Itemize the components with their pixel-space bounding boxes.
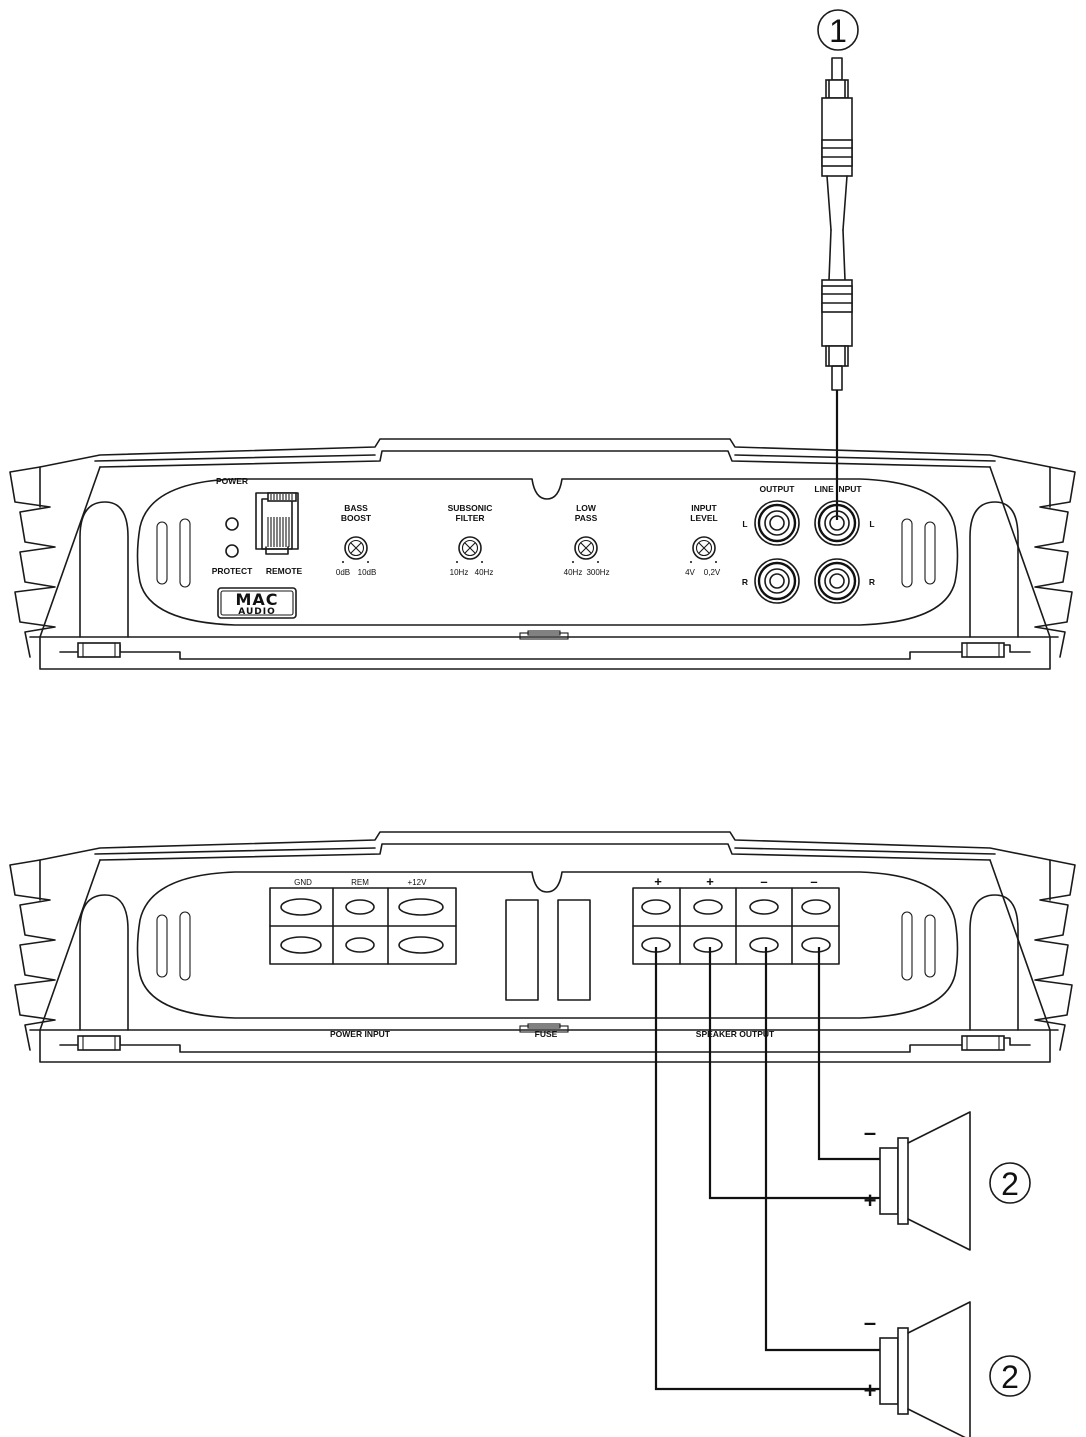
input-level-min: 4V	[685, 568, 695, 577]
bass-boost-label-1: BASS	[344, 503, 368, 513]
brand-logo	[217, 587, 297, 619]
low-pass-knob	[571, 536, 600, 564]
low-pass-max: 300Hz	[586, 568, 609, 577]
callout-circle-1	[817, 9, 859, 51]
fuse-label: FUSE	[535, 1029, 558, 1039]
output-right-jack	[753, 557, 801, 605]
bass-boost-min: 0dB	[336, 568, 350, 577]
callout-circle-2-bottom	[989, 1355, 1031, 1397]
low-pass-label-2: PASS	[575, 513, 598, 523]
amplifier-terminal-panel	[9, 831, 1076, 1063]
fuse-1	[505, 899, 539, 1001]
rem-label: REM	[351, 878, 369, 887]
speaker-top-minus: –	[864, 1120, 876, 1145]
speaker-output-label: SPEAKER OUTPUT	[696, 1029, 775, 1039]
output-left-jack	[753, 499, 801, 547]
callout-circle-2-top	[989, 1162, 1031, 1204]
line-input-right-jack	[813, 557, 861, 605]
bass-boost-label-2: BOOST	[341, 513, 372, 523]
input-level-label-2: LEVEL	[690, 513, 717, 523]
line-input-label: LINE INPUT	[814, 484, 862, 494]
subsonic-max: 40Hz	[475, 568, 494, 577]
power-input-label: POWER INPUT	[330, 1029, 391, 1039]
speaker-top-plus: +	[864, 1188, 877, 1213]
low-pass-min: 40Hz	[564, 568, 583, 577]
brand-name-bottom: AUDIO	[238, 607, 275, 617]
power-input-terminal-block	[269, 887, 457, 965]
remote-label: REMOTE	[266, 566, 303, 576]
plus12v-label: +12V	[408, 878, 428, 887]
power-led	[225, 517, 239, 531]
subsonic-label-2: FILTER	[455, 513, 484, 523]
output-left-marker: L	[742, 519, 747, 529]
amplifier-control-panel	[9, 438, 1076, 670]
power-label: POWER	[216, 476, 248, 486]
term-1-polarity: +	[654, 874, 662, 889]
speaker-wires	[654, 947, 882, 1391]
gnd-label: GND	[294, 878, 312, 887]
protect-led	[225, 544, 239, 558]
term-3-polarity: –	[760, 874, 767, 889]
subsonic-filter-knob	[455, 536, 484, 564]
speaker-bottom-plus: +	[864, 1378, 877, 1403]
subsonic-label-1: SUBSONIC	[448, 503, 493, 513]
speaker-bottom	[879, 1301, 971, 1437]
output-right-marker: R	[742, 577, 748, 587]
callout-1-label: 1	[829, 13, 847, 49]
speaker-top	[879, 1111, 971, 1251]
input-level-knob	[689, 536, 718, 564]
low-pass-label-1: LOW	[576, 503, 597, 513]
term-4-polarity: –	[810, 874, 817, 889]
rca-cable	[817, 9, 859, 520]
callout-2-bottom-label: 2	[1001, 1359, 1019, 1395]
speaker-bottom-minus: –	[864, 1310, 876, 1335]
remote-jack	[255, 492, 299, 555]
speaker-output-terminal-block	[632, 887, 840, 965]
bass-boost-knob	[341, 536, 370, 564]
subsonic-min: 10Hz	[450, 568, 469, 577]
line-input-right-marker: R	[869, 577, 875, 587]
input-level-label-1: INPUT	[691, 503, 717, 513]
brand-name-top: MAC	[235, 590, 278, 609]
line-input-left-marker: L	[869, 519, 874, 529]
fuse-2	[557, 899, 591, 1001]
bass-boost-max: 10dB	[358, 568, 377, 577]
input-level-max: 0,2V	[704, 568, 721, 577]
term-2-polarity: +	[706, 874, 714, 889]
callout-2-top-label: 2	[1001, 1166, 1019, 1202]
protect-label: PROTECT	[212, 566, 253, 576]
output-label: OUTPUT	[760, 484, 796, 494]
